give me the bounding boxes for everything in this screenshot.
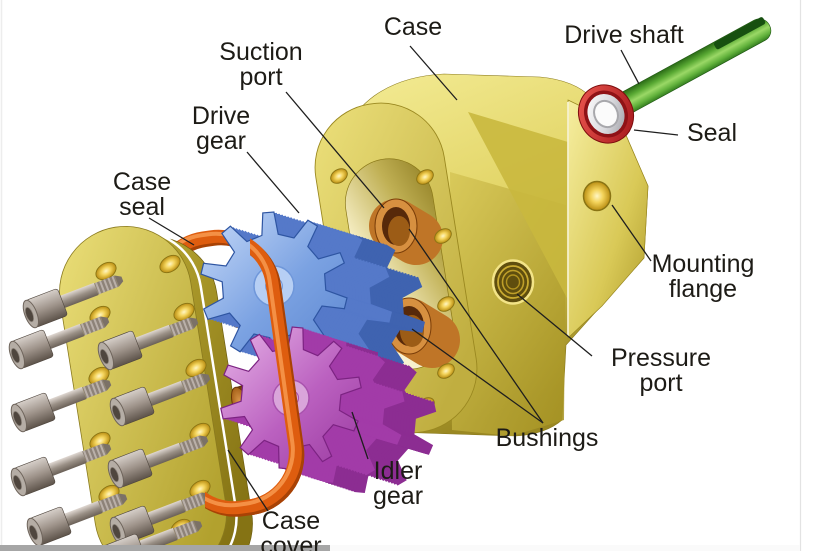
leader-lines xyxy=(148,45,679,512)
screw xyxy=(10,443,112,497)
label-case: Case xyxy=(383,13,443,41)
leader-bushings-2 xyxy=(411,328,544,424)
leader-case-seal xyxy=(148,217,195,246)
bolt-hole xyxy=(416,169,434,185)
leader-seal xyxy=(633,129,679,136)
label-bushings: Bushings xyxy=(495,424,599,452)
bushing-upper xyxy=(369,198,443,265)
shaft-seal xyxy=(577,84,635,144)
screw xyxy=(26,493,128,547)
bushing-lower xyxy=(381,297,460,368)
label-drive-shaft: Drive shaft xyxy=(564,21,684,49)
screw xyxy=(8,316,110,370)
leader-idler-gear xyxy=(351,411,369,460)
screw xyxy=(22,275,124,329)
leader-drive-shaft xyxy=(620,49,640,85)
pressure-port-opening xyxy=(491,259,535,305)
scrollbar-track[interactable] xyxy=(0,545,800,551)
mounting-flange xyxy=(567,99,649,339)
bolt-hole xyxy=(437,363,455,379)
leader-case xyxy=(409,45,458,101)
scrollbar-thumb[interactable] xyxy=(0,545,330,551)
shaft-keyway xyxy=(714,17,766,50)
leader-drive-gear xyxy=(246,151,300,214)
cover-screws xyxy=(8,275,211,551)
bolt-hole xyxy=(159,254,181,274)
leader-case-cover xyxy=(227,449,269,512)
leader-mounting-flange xyxy=(611,204,652,262)
flange-bolt-hole xyxy=(582,180,612,212)
screw xyxy=(97,317,199,371)
screw xyxy=(10,379,112,433)
screw xyxy=(107,435,209,489)
bolt-hole xyxy=(434,228,452,244)
bolt-hole xyxy=(330,168,348,184)
horizontal-scrollbar xyxy=(0,545,800,551)
bolt-hole xyxy=(437,296,455,312)
screw xyxy=(109,373,211,427)
leader-bushings-1 xyxy=(408,228,544,424)
leader-suction-port xyxy=(285,91,385,209)
flange-gusset xyxy=(468,112,568,300)
label-seal: Seal xyxy=(686,119,738,147)
leader-pressure-port xyxy=(516,293,593,357)
